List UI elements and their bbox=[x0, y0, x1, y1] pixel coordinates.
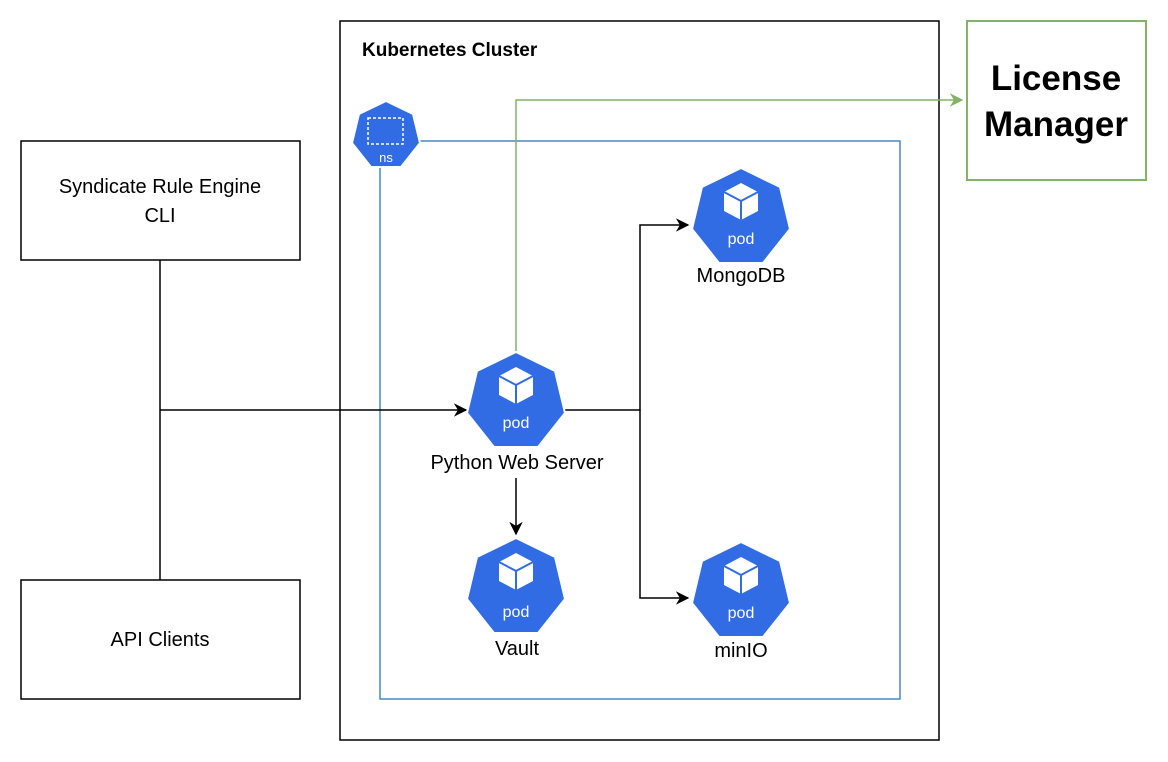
namespace-icon-label: ns bbox=[379, 150, 393, 165]
license-manager-line1: License bbox=[991, 59, 1121, 98]
api-clients-label: API Clients bbox=[111, 629, 210, 651]
cluster-title: Kubernetes Cluster bbox=[362, 40, 538, 61]
pod-icon-label: pod bbox=[728, 605, 755, 622]
license-manager-line2: Manager bbox=[984, 105, 1128, 144]
pod-icon-label: pod bbox=[503, 604, 530, 621]
pod-name-mongodb: MongoDB bbox=[697, 265, 786, 287]
namespace-box bbox=[379, 140, 901, 700]
cli-box bbox=[20, 140, 301, 261]
cli-box-line2: CLI bbox=[144, 205, 175, 227]
cli-box-line1: Syndicate Rule Engine bbox=[59, 176, 261, 198]
api-clients-box bbox=[20, 579, 301, 700]
license-manager-box bbox=[966, 20, 1147, 181]
pod-name-web-server: Python Web Server bbox=[430, 452, 603, 474]
pod-icon-minio: pod bbox=[690, 540, 792, 638]
edge-web-server-to-mongodb bbox=[565, 218, 690, 411]
pod-icon-mongodb: pod bbox=[690, 166, 792, 264]
pod-icon-label: pod bbox=[503, 415, 530, 432]
pod-icon-web-server: pod bbox=[465, 350, 567, 448]
pod-icon-vault: pod bbox=[465, 536, 567, 634]
pod-name-minio: minIO bbox=[714, 640, 767, 662]
edge-web-server-to-minio bbox=[639, 410, 690, 605]
edge-web-server-to-license-manager bbox=[515, 93, 964, 352]
pod-icon-label: pod bbox=[728, 231, 755, 248]
pod-name-vault: Vault bbox=[495, 638, 540, 660]
namespace-icon: ns bbox=[350, 99, 422, 168]
